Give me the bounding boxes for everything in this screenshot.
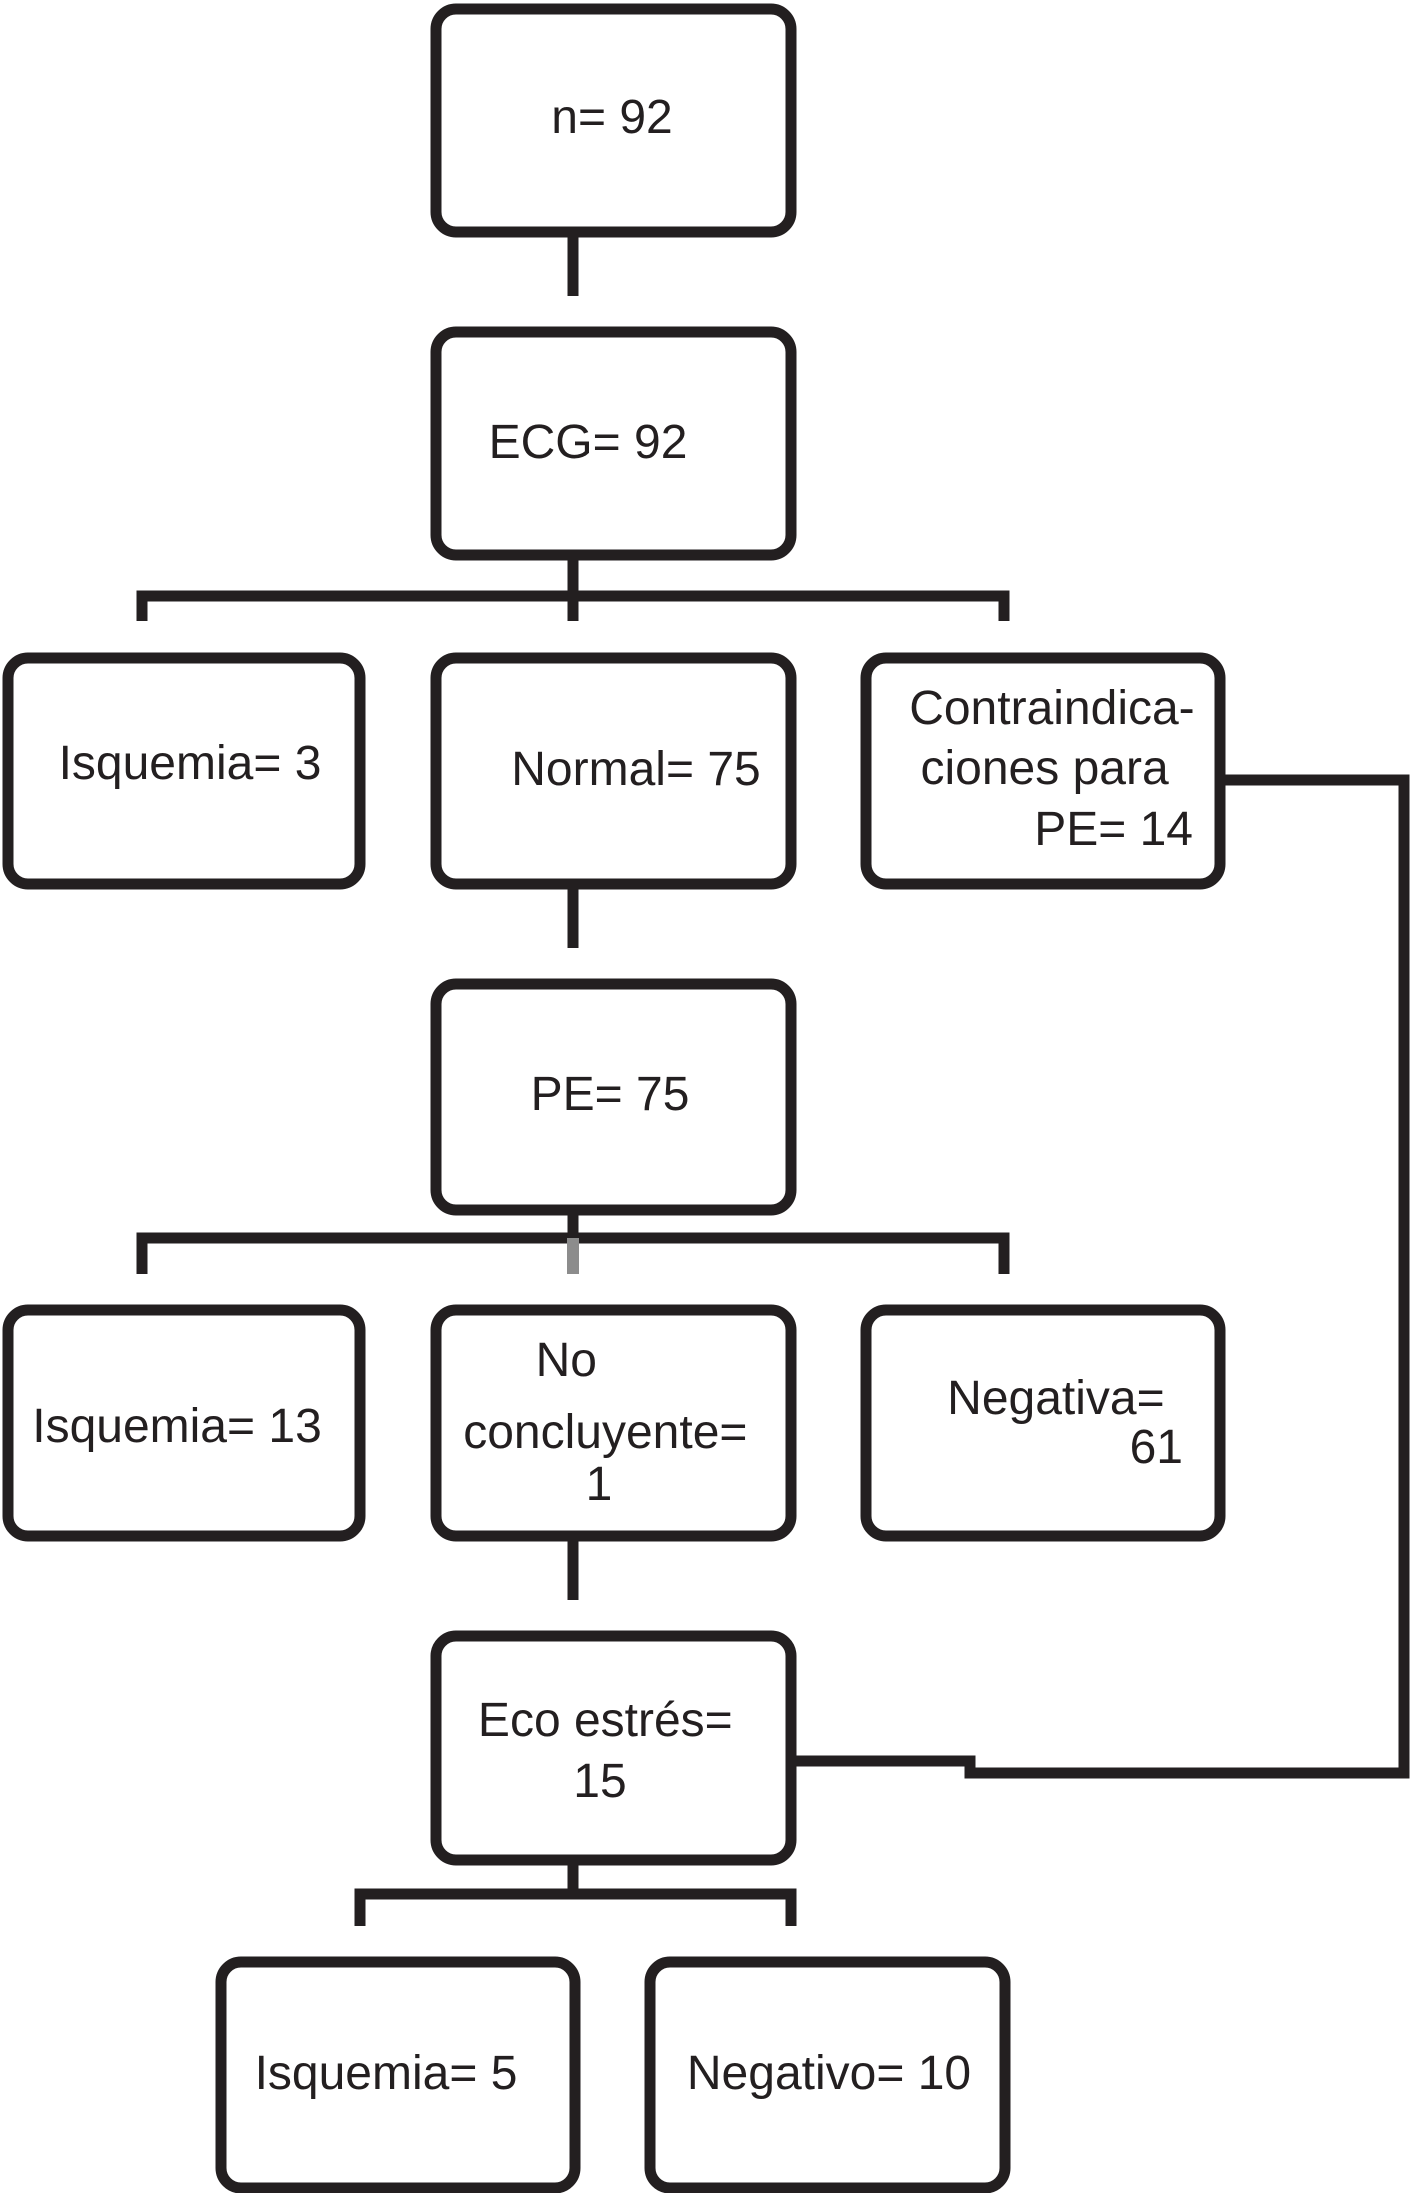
node-label-line: ciones para [921, 742, 1169, 795]
node-box [430, 652, 797, 890]
node-ecg-normal: Normal= 75 [430, 652, 797, 890]
node-box [215, 1956, 581, 2193]
node-label-line: 1 [586, 1458, 613, 1511]
node-label-line: Normal= 75 [511, 743, 760, 796]
node-pe: PE= 75 [430, 978, 797, 1216]
node-box [430, 978, 797, 1216]
node-label-line: Isquemia= 13 [32, 1400, 322, 1453]
node-label-line: No [536, 1334, 597, 1387]
node-label: ECG= 92 [489, 416, 688, 469]
node-box [430, 1304, 797, 1542]
node-box [860, 652, 1226, 890]
node-box [860, 1304, 1226, 1542]
node-label: No concluyente= 1 [463, 1334, 761, 1511]
node-box [644, 1956, 1011, 2193]
node-box [430, 326, 797, 561]
node-ecg: ECG= 92 [430, 326, 797, 561]
node-label-line: Negativo= 10 [687, 2047, 971, 2100]
node-box [2, 1304, 366, 1542]
node-label-line: n= 92 [551, 91, 672, 144]
node-label: Eco estrés= 15 [478, 1694, 746, 1808]
node-label-line: Isquemia= 5 [255, 2047, 518, 2100]
node-eco-negativo: Negativo= 10 [644, 1956, 1011, 2193]
connector-eco-branch [354, 1860, 797, 1926]
node-label-line: 15 [573, 1755, 626, 1808]
node-box [2, 652, 366, 890]
node-label: PE= 75 [531, 1068, 690, 1121]
node-label-line: 61 [1130, 1421, 1183, 1474]
node-label-line: Negativa= [947, 1372, 1164, 1425]
node-label-line: Eco estrés= [478, 1694, 733, 1747]
node-pe-isquemia: Isquemia= 13 [2, 1304, 366, 1542]
node-label: Normal= 75 [511, 743, 760, 796]
node-label: Contraindica- ciones para PE= 14 [909, 682, 1208, 856]
node-box [430, 3, 797, 238]
node-total: n= 92 [430, 3, 797, 238]
node-eco-estres: Eco estrés= 15 [430, 1630, 797, 1866]
node-label: Isquemia= 5 [255, 2047, 518, 2100]
node-contraindicaciones: Contraindica- ciones para PE= 14 [860, 652, 1226, 890]
node-eco-isquemia: Isquemia= 5 [215, 1956, 581, 2193]
connector-ecg-branch [136, 555, 1010, 621]
node-label-line: PE= 75 [531, 1068, 690, 1121]
node-label: Isquemia= 3 [59, 737, 322, 790]
node-ecg-isquemia: Isquemia= 3 [2, 652, 366, 890]
node-pe-negativa: Negativa= 61 [860, 1304, 1226, 1542]
node-label: Negativo= 10 [687, 2047, 971, 2100]
node-pe-no-concluyente: No concluyente= 1 [430, 1304, 797, 1542]
node-label-line: PE= 14 [1034, 803, 1193, 856]
node-label: Negativa= 61 [947, 1372, 1183, 1474]
connector-stub [567, 1238, 579, 1274]
connector-contraindicaciones-eco [795, 774, 1410, 1779]
node-label-line: ECG= 92 [489, 416, 688, 469]
node-box [430, 1630, 797, 1866]
node-label: Isquemia= 13 [32, 1400, 322, 1453]
node-label-line: Contraindica- [909, 682, 1194, 735]
node-label: n= 92 [551, 91, 672, 144]
node-label-line: Isquemia= 3 [59, 737, 322, 790]
node-label-line: concluyente= [463, 1406, 747, 1459]
